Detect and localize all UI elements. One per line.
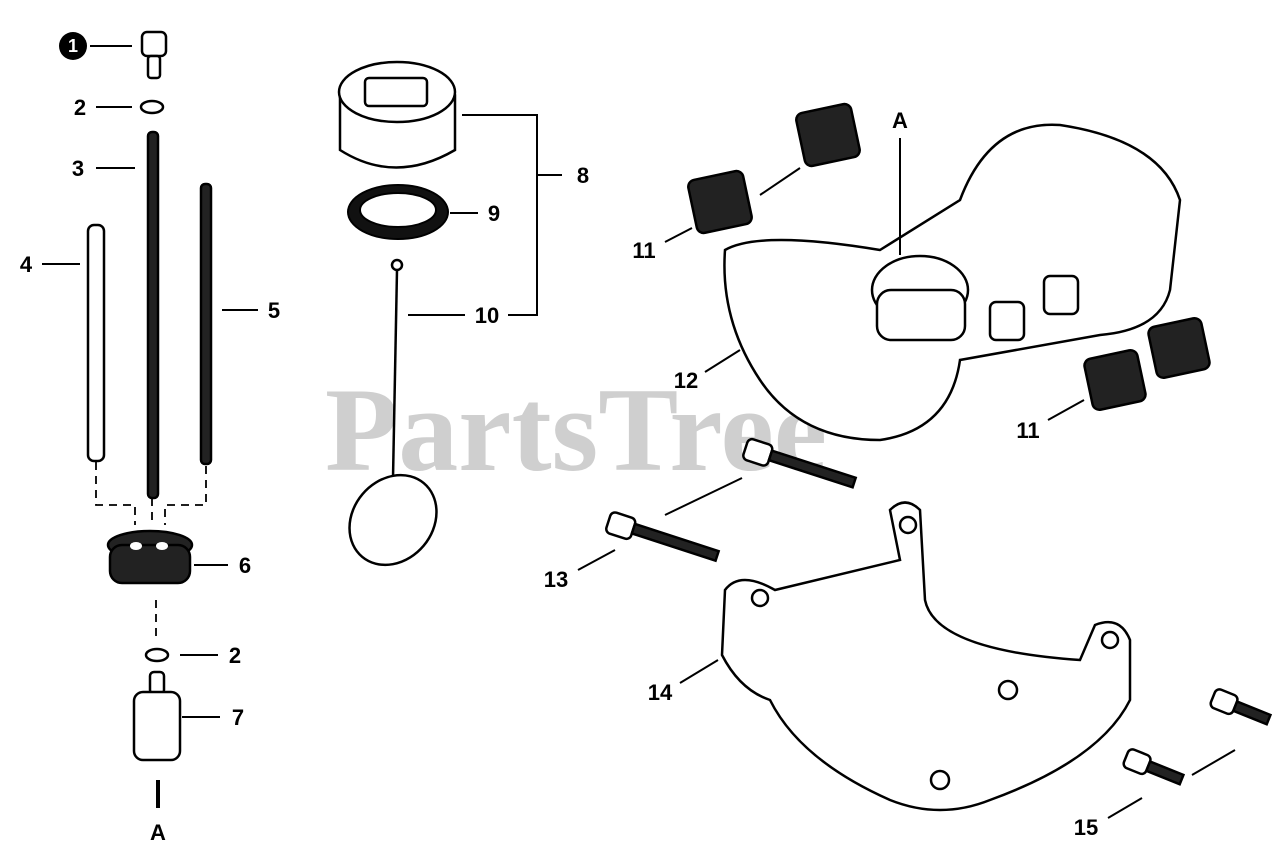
fuel-line-5	[199, 182, 213, 466]
watermark-text: PartsTree	[325, 363, 827, 496]
callout-2-lower: 2	[229, 643, 241, 668]
callout-11-lower: 11	[1016, 418, 1039, 443]
tank-bracket	[720, 501, 1132, 812]
callout-a-left: A	[150, 820, 166, 845]
cap-gasket	[347, 184, 449, 240]
callout-13: 13	[544, 567, 568, 592]
fuel-line-fitting	[140, 30, 168, 80]
fuel-filter	[132, 670, 182, 762]
fuel-cap	[337, 60, 457, 169]
callout-8: 8	[577, 163, 589, 188]
fuel-tank	[723, 123, 1182, 442]
callout-10: 10	[475, 303, 499, 328]
callout-12: 12	[674, 368, 698, 393]
cap-tether	[348, 258, 438, 567]
callout-14: 14	[648, 680, 673, 705]
o-ring-upper	[139, 99, 165, 115]
callout-9: 9	[488, 201, 500, 226]
screws-13	[605, 437, 858, 563]
leader-lines	[42, 45, 1236, 819]
o-ring-lower	[144, 647, 170, 663]
callout-11-upper: 11	[632, 238, 655, 263]
callout-1: 1	[68, 36, 78, 56]
callout-2-upper: 2	[74, 95, 86, 120]
callout-15: 15	[1074, 815, 1098, 840]
fuel-line-3	[146, 130, 160, 500]
callout-3: 3	[72, 156, 84, 181]
callout-5: 5	[268, 298, 280, 323]
fuel-line-4	[86, 223, 106, 463]
tank-mount-pads-upper	[687, 102, 861, 235]
fuel-tank-grommet	[106, 529, 194, 585]
tank-mount-pads-lower	[1083, 317, 1211, 411]
screws-15	[1122, 688, 1273, 786]
callout-a-tank: A	[892, 108, 908, 133]
callout-1-badge	[59, 32, 87, 60]
callout-7: 7	[232, 705, 244, 730]
callout-6: 6	[239, 553, 251, 578]
dashed-connector-lines	[95, 462, 207, 525]
callout-4: 4	[20, 252, 33, 277]
